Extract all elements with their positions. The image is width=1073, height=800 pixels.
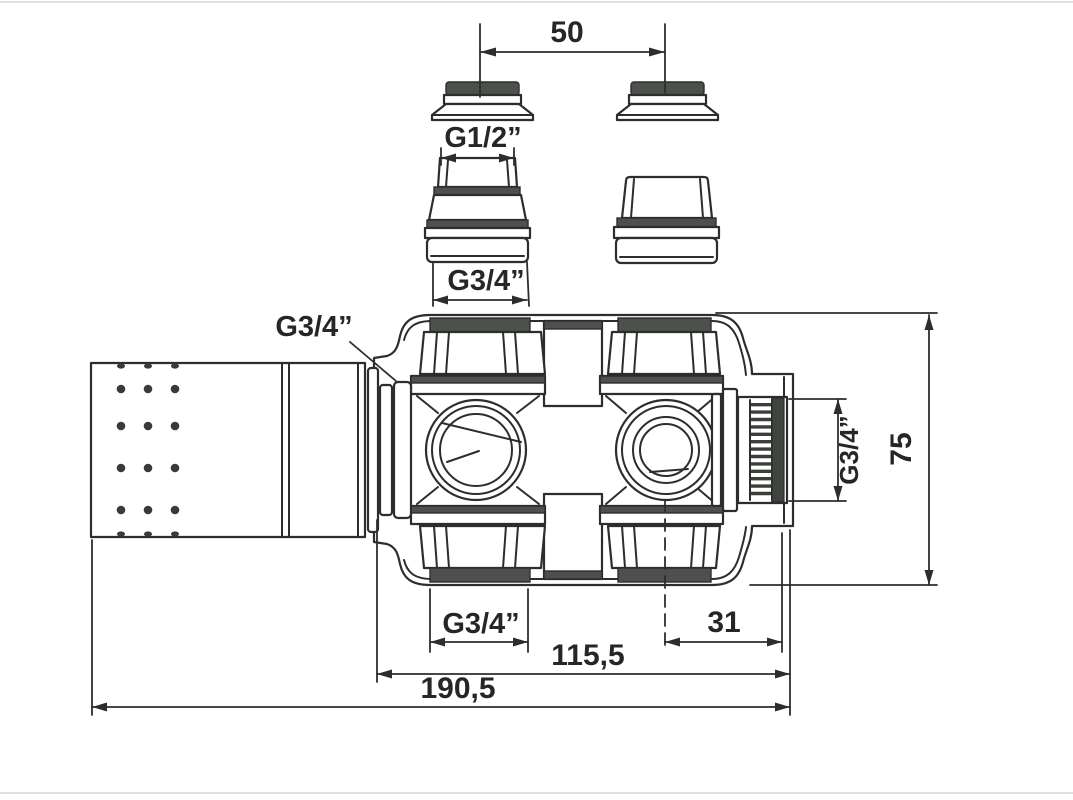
fitting-cap-left [430, 81, 535, 122]
dim-50-label: 50 [550, 16, 583, 49]
valve-body [366, 313, 795, 587]
dim-g12: G1/2” [440, 122, 522, 166]
dim-31: 31 [664, 499, 783, 653]
dim-g34-adapter: G3/4” [432, 261, 530, 307]
outlet-thread [710, 387, 789, 513]
port-boss-bottom-right [598, 504, 725, 583]
port-boss-bottom-left [409, 504, 547, 583]
dim-g34-bottom-label: G3/4” [442, 608, 519, 640]
port-boss-top-right [598, 317, 725, 396]
dim-75: 75 [715, 312, 938, 586]
slot-line-short [446, 450, 480, 463]
slot-line [441, 422, 522, 443]
dim-g34-bottom: G3/4” [429, 588, 529, 653]
dim-190-5: 190,5 [91, 539, 791, 716]
port-circle-right [614, 398, 718, 502]
dim-g12-label: G1/2” [444, 122, 521, 154]
port-webs [416, 395, 717, 505]
port-circle-left [424, 398, 528, 502]
dim-115-5-label: 115,5 [551, 639, 624, 672]
dim-g34-outlet: G3/4” [788, 398, 864, 502]
leader-g34-inlet: G3/4” [275, 311, 397, 382]
dim-190-5-label: 190,5 [420, 672, 495, 705]
handle [89, 361, 367, 539]
body-inner-corner-tr [711, 320, 747, 376]
middle-web-bottom [542, 492, 604, 581]
adapter-right [612, 175, 721, 265]
middle-web-top [542, 319, 604, 408]
body-inner-corner-tl [403, 320, 433, 341]
body-inner-corner-br [711, 526, 747, 580]
dim-31-label: 31 [707, 606, 740, 639]
dim-75-label: 75 [885, 432, 918, 465]
thread-seal-band [771, 397, 785, 503]
port-boss-top-left [409, 317, 547, 396]
bonnet-rings [366, 366, 413, 534]
dim-50: 50 [479, 16, 666, 98]
dim-115-5: 115,5 [376, 519, 791, 716]
dim-g34-adapter-label: G3/4” [447, 265, 524, 297]
fitting-cap-right [615, 81, 720, 122]
leader-g34-inlet-label: G3/4” [275, 311, 352, 343]
adapter-left [423, 156, 532, 264]
handle-knurl-dots [116, 363, 180, 537]
dim-g34-outlet-label: G3/4” [834, 415, 864, 484]
body-inner-corner-bl [403, 559, 433, 580]
